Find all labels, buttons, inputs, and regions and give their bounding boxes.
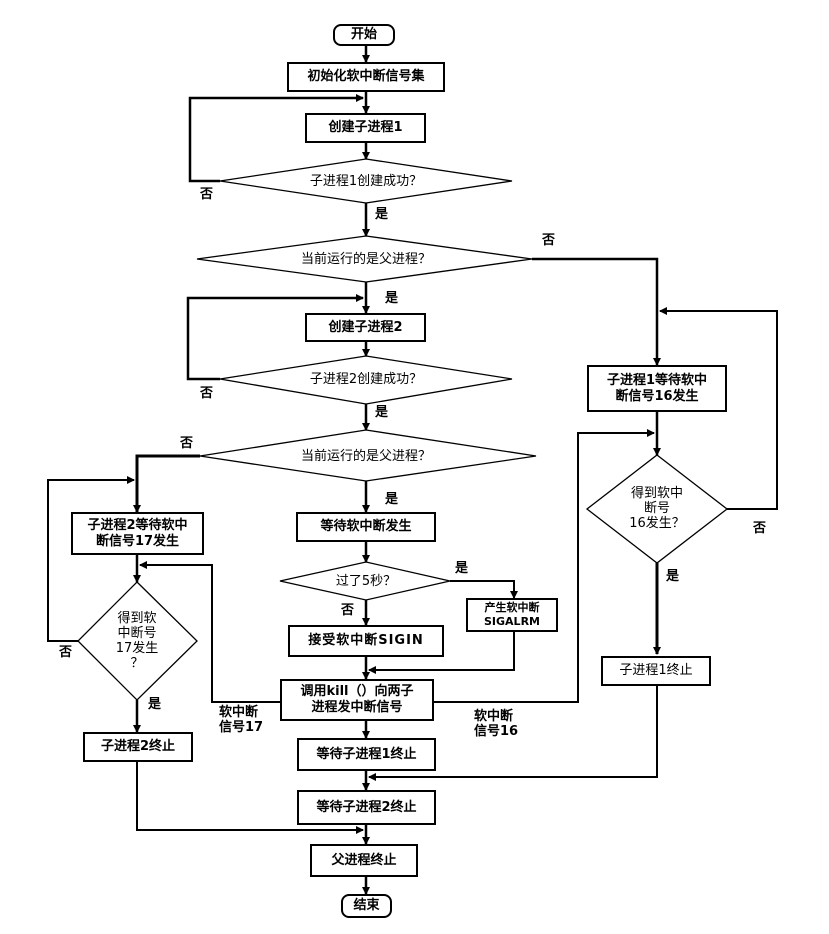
edge-check1-no-loop <box>188 94 364 183</box>
got16-no-label: 否 <box>753 521 767 536</box>
isparent1-no-label: 否 <box>542 233 556 248</box>
isparent2-text: 当前运行的是父进程？ <box>300 448 431 464</box>
isparent1-text: 当前运行的是父进程？ <box>300 251 431 267</box>
signal16-label: 软中断 信号16 <box>474 709 519 739</box>
decision-got16 <box>585 454 729 564</box>
wait-child1-end-box: 等待子进程1终止 <box>297 738 436 771</box>
got17-yes-label: 是 <box>148 697 162 712</box>
decision-isparent1 <box>196 235 533 283</box>
check1-text: 子进程1创建成功？ <box>309 173 423 189</box>
decision-check1 <box>219 158 513 204</box>
signal17-label: 软中断 信号17 <box>219 705 264 735</box>
decision-check2 <box>219 355 513 405</box>
edge-child2end-merge <box>136 762 364 834</box>
end-terminal: 结束 <box>341 894 392 918</box>
edge-kill-signal17 <box>139 561 280 703</box>
create-child2-box: 创建子进程2 <box>305 313 426 342</box>
edge-check2-no-loop <box>186 294 364 381</box>
got17-no-label: 否 <box>59 645 73 660</box>
child2-end-box: 子进程2终止 <box>83 732 193 762</box>
accept-sigint-box: 接受软中断SIGIN <box>288 625 444 657</box>
check2-no-label: 否 <box>200 386 214 401</box>
edge-sigalrm-merge <box>368 632 515 674</box>
check2-yes-label: 是 <box>375 405 389 420</box>
decision-timeout <box>279 561 451 601</box>
got17-text: 得到软 中断号 17发生 ？ <box>115 611 159 671</box>
check2-text: 子进程2创建成功？ <box>309 371 423 387</box>
got16-text: 得到软中 断号 16发生？ <box>629 485 685 531</box>
wait-child2-end-box: 等待子进程2终止 <box>297 790 436 825</box>
decision-got17 <box>77 581 198 701</box>
isparent2-yes-label: 是 <box>385 492 399 507</box>
timeout-text: 过了5秒？ <box>335 573 397 589</box>
call-kill-box: 调用kill（）向两子 进程发中断信号 <box>280 679 434 721</box>
init-signal-set-box: 初始化软中断信号集 <box>287 62 445 92</box>
edge-got17-no-loop <box>47 476 135 642</box>
start-terminal: 开始 <box>333 24 395 46</box>
create-child1-box: 创建子进程1 <box>305 113 426 143</box>
check1-yes-label: 是 <box>375 207 389 222</box>
parent-end-box: 父进程终止 <box>310 844 418 877</box>
got16-yes-label: 是 <box>666 569 680 584</box>
timeout-no-label: 否 <box>341 603 355 618</box>
wait-soft-interrupt-box: 等待软中断发生 <box>296 512 436 542</box>
isparent2-no-label: 否 <box>180 436 194 451</box>
isparent1-yes-label: 是 <box>385 291 399 306</box>
timeout-yes-label: 是 <box>455 561 469 576</box>
edge-kill-signal16 <box>434 429 655 703</box>
child2-wait-box: 子进程2等待软中 断信号17发生 <box>71 512 204 555</box>
edge-timeout-sigalrm <box>450 580 518 599</box>
check1-no-label: 否 <box>200 187 214 202</box>
edge-isparent2-no <box>133 454 200 513</box>
sigalrm-box: 产生软中断 SIGALRM <box>466 598 558 632</box>
edge-isparent1-no <box>532 257 661 366</box>
child1-wait-box: 子进程1等待软中 断信号16发生 <box>587 365 727 412</box>
edge-got16-no-loop <box>659 307 778 510</box>
child1-end-box: 子进程1终止 <box>601 656 711 686</box>
decision-isparent2 <box>199 429 537 482</box>
edge-child1end-wait1 <box>368 686 658 781</box>
